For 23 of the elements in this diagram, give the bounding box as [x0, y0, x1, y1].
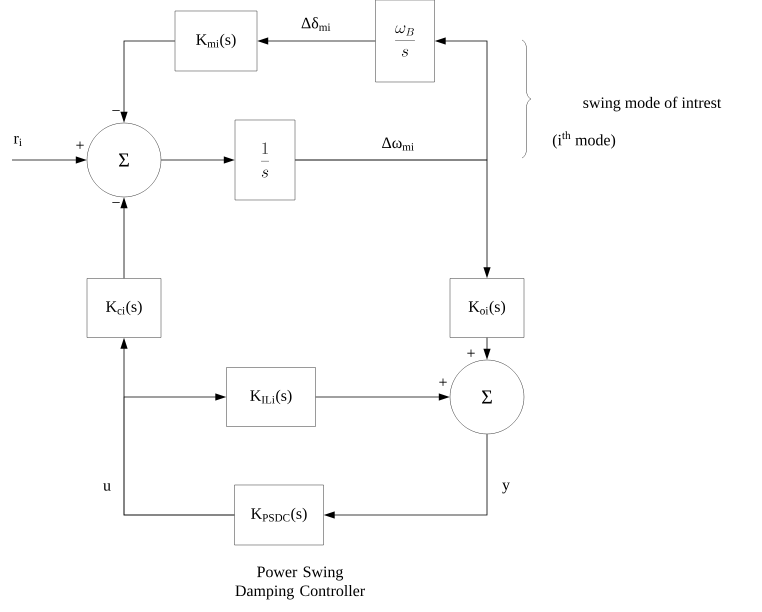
transfer-function-block: K$_{PSDC}$(s): [234, 484, 324, 546]
annotation-text: swing mode of intrest: [583, 96, 722, 112]
annotation-text: (i$^{th}$ mode): [552, 131, 616, 149]
sign-label: +: [439, 378, 447, 386]
transfer-function-block: K$_{oi}$(s): [450, 278, 524, 338]
edge-label: y: [501, 482, 511, 494]
edge-label: r$_{i}$: [12, 134, 24, 148]
sign-label: +: [76, 142, 84, 149]
transfer-function-block: K$_{ILi}$(s): [226, 367, 316, 427]
edge-label: Δδ$_{mi}$: [300, 16, 332, 32]
sign-label: −: [112, 202, 120, 203]
sign-label: +: [467, 350, 475, 357]
summing-junction: Σ: [450, 360, 524, 434]
arrow: [124, 393, 235, 516]
block-caption: Power Swing Damping Controller: [235, 566, 365, 600]
edge-label: u: [102, 482, 112, 492]
sign-label: −: [112, 110, 120, 111]
transfer-function-block: $\frac{1}{s}$: [234, 120, 296, 200]
transfer-function-block: K$_{mi}$(s): [174, 10, 258, 72]
transfer-function-block: $\frac{\omega_B}{s}$: [375, 0, 435, 82]
edge-label: Δω$_{mi}$: [380, 136, 416, 152]
summing-junction: Σ: [86, 122, 162, 198]
transfer-function-block: K$_{ci}$(s): [86, 278, 162, 338]
